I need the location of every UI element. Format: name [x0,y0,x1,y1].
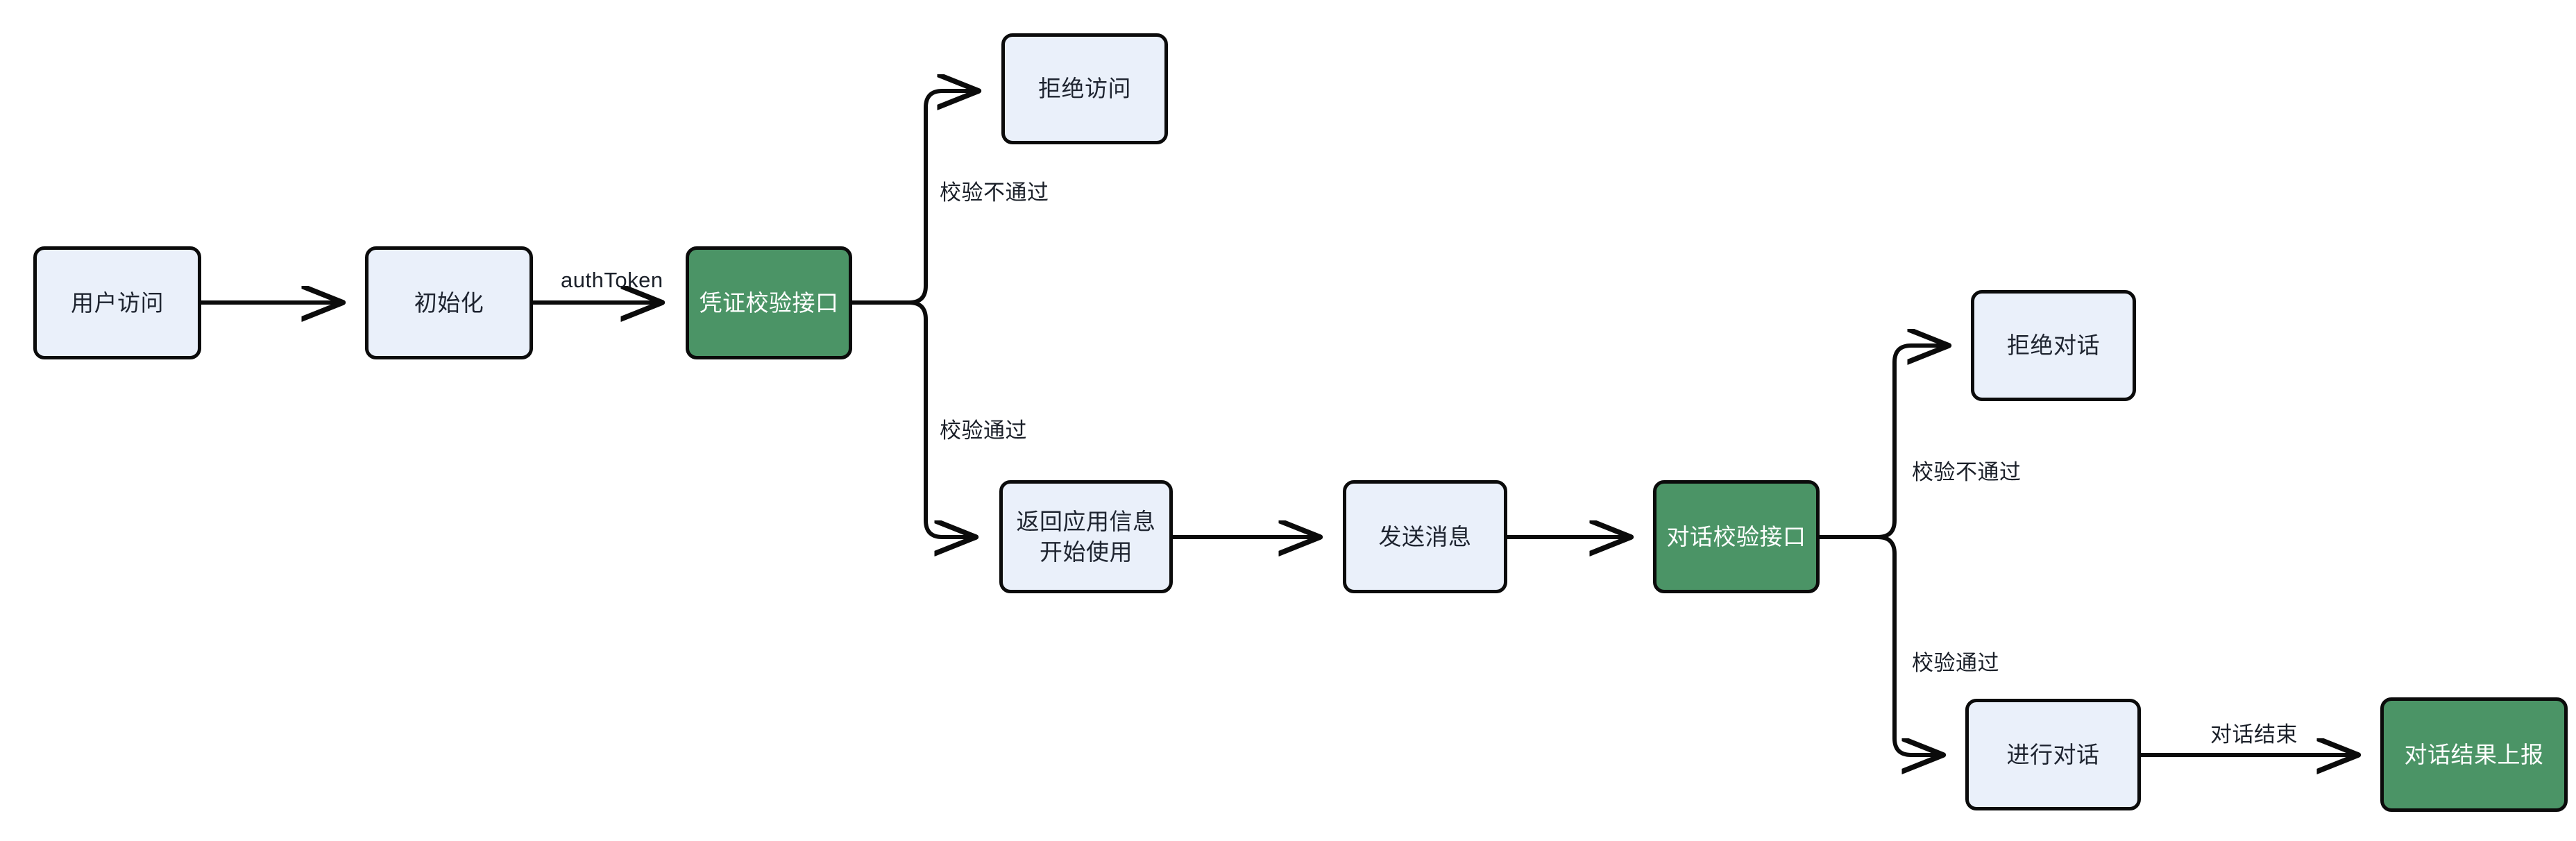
node-chat_verify_api[interactable]: 对话校验接口 [1653,480,1820,593]
node-return_app_info[interactable]: 返回应用信息 开始使用 [999,480,1173,593]
node-report_result[interactable]: 对话结果上报 [2380,697,2568,812]
edge-label-e7: 校验不通过 [1912,460,2022,484]
node-deny_chat[interactable]: 拒绝对话 [1971,290,2136,401]
node-user_access[interactable]: 用户访问 [33,246,201,359]
edge-chat_verify_api-to-deny_chat [1817,346,1947,539]
node-deny_access[interactable]: 拒绝访问 [1001,33,1168,144]
edge-label-e4: 校验通过 [940,418,1027,443]
edge-label-e2: authToken [561,268,663,292]
edge-label-e3: 校验不通过 [940,180,1049,205]
edge-label-e8: 校验通过 [1912,651,1999,675]
node-send_message[interactable]: 发送消息 [1343,480,1507,593]
node-init[interactable]: 初始化 [365,246,533,359]
node-do_chat[interactable]: 进行对话 [1965,699,2141,810]
edge-label-e9: 对话结束 [2210,722,2298,747]
node-cred_verify_api[interactable]: 凭证校验接口 [686,246,852,359]
